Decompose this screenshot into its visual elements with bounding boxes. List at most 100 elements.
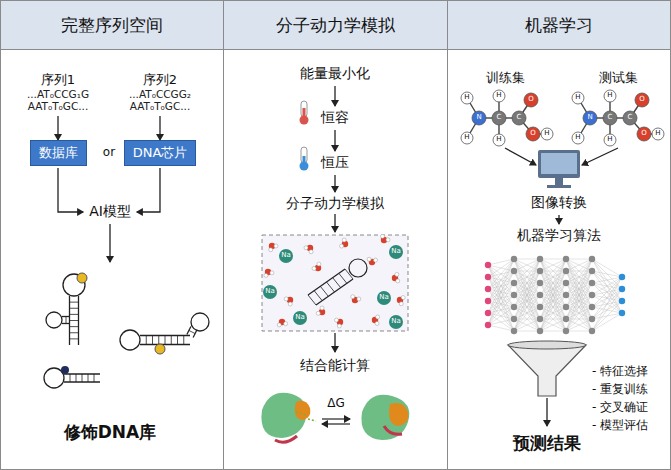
atom xyxy=(572,132,584,144)
label: - 特征选择 xyxy=(592,365,648,378)
network-link xyxy=(540,259,566,331)
network-link xyxy=(566,271,592,331)
step-label: 预测结果 xyxy=(510,431,584,456)
sodium-ion xyxy=(389,245,403,259)
base-pair xyxy=(339,273,347,283)
network-link xyxy=(566,259,592,295)
network-link xyxy=(540,259,566,319)
network-neuron xyxy=(563,328,569,334)
label: 测试集 xyxy=(599,71,638,85)
hydrogen-atom xyxy=(340,244,344,248)
step-label: 能量最小化 xyxy=(297,64,373,84)
node-text: DNA芯片 xyxy=(133,144,188,162)
node-text: 恒压 xyxy=(321,154,349,172)
network-neuron xyxy=(485,274,491,280)
network-link xyxy=(488,259,514,313)
sodium-ion xyxy=(279,249,293,263)
network-link xyxy=(566,259,592,260)
network-link xyxy=(514,259,540,295)
network-link xyxy=(488,301,514,331)
network-neuron xyxy=(589,304,595,310)
network-link xyxy=(488,259,514,289)
atom xyxy=(541,128,553,140)
hydrogen-atom xyxy=(309,250,313,254)
connector xyxy=(334,86,335,106)
network-link xyxy=(540,295,566,331)
node-text: 预测结果 xyxy=(513,432,581,455)
process-box: 数据库 xyxy=(30,140,87,166)
label: Na xyxy=(281,252,291,260)
label: C xyxy=(517,114,522,122)
hydrogen-atom xyxy=(320,306,324,310)
base-pair xyxy=(70,302,79,303)
hydrogen-atom xyxy=(274,244,278,248)
network-link xyxy=(488,259,514,265)
network-neuron xyxy=(619,274,625,280)
hydrogen-atom xyxy=(317,262,321,266)
network-link xyxy=(592,271,622,289)
base-pair xyxy=(314,291,322,301)
network-link xyxy=(540,259,566,271)
network-link xyxy=(592,271,622,301)
base-pair xyxy=(345,269,353,279)
network-neuron xyxy=(563,316,569,322)
network-link xyxy=(592,259,622,277)
atom xyxy=(604,134,616,146)
network-link xyxy=(488,325,514,331)
hydrogen-atom xyxy=(357,297,361,301)
dna-strand xyxy=(308,269,345,295)
network-link xyxy=(566,307,592,331)
network-link xyxy=(540,259,566,295)
network-neuron xyxy=(511,292,517,298)
node-text: 分子动力学模拟 xyxy=(286,195,384,213)
network-link xyxy=(566,331,592,332)
base-pair xyxy=(70,320,79,321)
network-link xyxy=(488,259,514,325)
layout-arrows xyxy=(58,116,618,426)
network-link xyxy=(488,307,514,325)
network-link xyxy=(540,307,566,331)
atom xyxy=(604,90,616,102)
label: AAT₀T₀GC... xyxy=(28,101,89,113)
network-link xyxy=(566,283,592,331)
base-pair xyxy=(189,330,195,333)
network-link xyxy=(540,319,566,331)
network-link xyxy=(488,319,514,325)
network-neuron xyxy=(589,328,595,334)
label: - 模型评估 xyxy=(592,419,648,432)
network-link xyxy=(488,295,514,325)
atom xyxy=(635,93,649,107)
atom xyxy=(492,111,506,125)
hydrogen-atom xyxy=(351,295,355,299)
network-neuron xyxy=(511,304,517,310)
network-link xyxy=(540,283,566,331)
atom xyxy=(603,111,617,125)
atom xyxy=(512,111,526,125)
network-link xyxy=(514,259,540,331)
network-link xyxy=(566,259,592,307)
network-neuron xyxy=(537,304,543,310)
network-link xyxy=(566,271,592,331)
network-link xyxy=(540,259,566,283)
network-neuron xyxy=(511,328,517,334)
node-text: 数据库 xyxy=(39,144,78,162)
label: H xyxy=(655,130,660,138)
network-link xyxy=(514,259,540,283)
base-pair xyxy=(70,308,79,309)
network-link xyxy=(514,259,540,307)
network-link xyxy=(514,283,540,331)
network-link xyxy=(566,259,592,295)
simulation-box xyxy=(262,235,408,331)
network-link xyxy=(592,271,622,277)
panel: 完整序列空间数据库DNA芯片AI模型 xyxy=(0,0,224,470)
network-neuron xyxy=(537,292,543,298)
network-link xyxy=(566,259,592,307)
base-pair xyxy=(165,336,166,345)
network-link xyxy=(514,319,540,331)
label: H xyxy=(607,92,612,100)
network-link xyxy=(540,259,566,283)
label: H xyxy=(464,134,469,142)
base-pair xyxy=(70,338,79,339)
network-link xyxy=(540,259,566,271)
network-neuron xyxy=(619,298,625,304)
